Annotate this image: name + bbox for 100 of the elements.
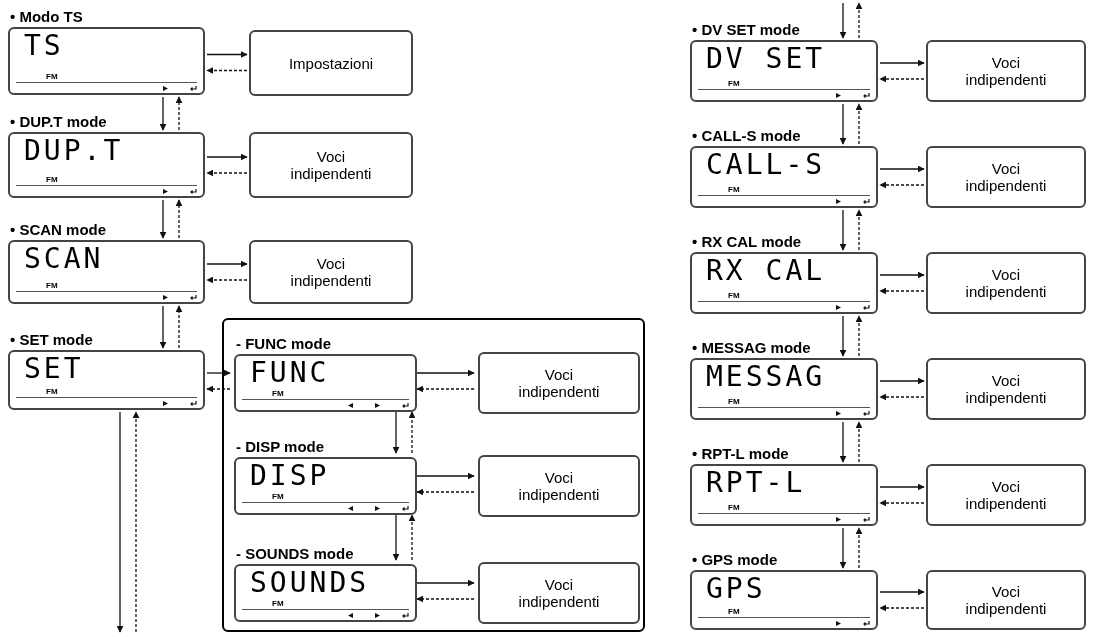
dashed-arrow xyxy=(855,421,863,463)
band-indicator: FM xyxy=(728,504,740,512)
settings-box xyxy=(926,252,1086,314)
settings-box xyxy=(478,562,640,624)
settings-box xyxy=(926,570,1086,630)
mode-heading: • RX CAL mode xyxy=(692,232,802,252)
arrow xyxy=(206,153,248,161)
band-indicator: FM xyxy=(272,493,284,501)
arrow xyxy=(879,165,925,173)
lcd-text: MESSAG xyxy=(706,363,826,391)
mode-heading: • SET mode xyxy=(10,330,93,350)
dashed-arrow xyxy=(132,411,140,633)
arrow xyxy=(839,315,847,357)
lcd-text: DUP.T xyxy=(24,137,124,165)
dashed-arrow xyxy=(879,393,925,401)
mode-heading: • MESSAG mode xyxy=(692,338,811,358)
band-indicator: FM xyxy=(272,600,284,608)
dashed-arrow xyxy=(175,199,183,239)
lcd-text: SET xyxy=(24,355,84,383)
dashed-arrow xyxy=(879,499,925,507)
band-indicator: FM xyxy=(46,176,58,184)
mode-heading: • CALL-S mode xyxy=(692,126,801,146)
box-label: Voci indipendenti xyxy=(517,576,601,610)
arrow xyxy=(879,377,925,385)
dashed-arrow xyxy=(408,411,416,454)
lcd-text: TS xyxy=(24,32,64,60)
arrow xyxy=(416,472,475,480)
dashed-arrow xyxy=(879,604,925,612)
lcd-text: FUNC xyxy=(250,359,330,387)
band-indicator: FM xyxy=(46,388,58,396)
dashed-arrow xyxy=(416,385,475,393)
settings-box xyxy=(926,358,1086,420)
mode-heading: • SCAN mode xyxy=(10,220,107,240)
band-indicator: FM xyxy=(728,292,740,300)
dashed-arrow xyxy=(879,287,925,295)
arrow xyxy=(839,103,847,145)
band-indicator: FM xyxy=(272,390,284,398)
box-label: Voci indipendenti xyxy=(964,160,1048,194)
settings-box xyxy=(926,40,1086,102)
lcd-text: GPS xyxy=(706,575,766,603)
arrow xyxy=(206,369,231,377)
lcd-text: DISP xyxy=(250,462,330,490)
arrow xyxy=(206,51,248,58)
box-label: Voci indipendenti xyxy=(964,266,1048,300)
dashed-arrow xyxy=(175,96,183,131)
box-label: Voci indipendenti xyxy=(517,469,601,503)
dashed-arrow xyxy=(855,315,863,357)
box-label: Impostazioni xyxy=(288,54,374,72)
dashed-arrow xyxy=(416,488,475,496)
dashed-arrow xyxy=(206,385,231,393)
arrow xyxy=(206,260,248,268)
box-label: Voci indipendenti xyxy=(964,372,1048,406)
arrow xyxy=(879,59,925,67)
band-indicator: FM xyxy=(728,186,740,194)
dashed-arrow xyxy=(879,75,925,83)
settings-box xyxy=(478,455,640,517)
mode-heading: • Modo TS xyxy=(10,7,83,27)
arrow xyxy=(392,514,400,561)
mode-heading: - FUNC mode xyxy=(236,334,331,354)
band-indicator: FM xyxy=(46,282,58,290)
mode-heading: • DV SET mode xyxy=(692,20,800,40)
lcd-text: CALL-S xyxy=(706,151,826,179)
dashed-arrow xyxy=(855,527,863,569)
dashed-arrow xyxy=(206,67,248,74)
arrow xyxy=(159,199,167,239)
mode-heading: • GPS mode xyxy=(692,550,778,570)
lcd-text: RX CAL xyxy=(706,257,826,285)
dashed-arrow xyxy=(855,103,863,145)
arrow xyxy=(839,2,847,39)
settings-box xyxy=(249,30,413,96)
band-indicator: FM xyxy=(728,608,740,616)
lcd-text: SCAN xyxy=(24,245,104,273)
settings-box xyxy=(249,240,413,304)
lcd-text: RPT-L xyxy=(706,469,806,497)
arrow xyxy=(879,588,925,596)
box-label: Voci indipendenti xyxy=(964,478,1048,512)
arrow xyxy=(392,411,400,454)
settings-box xyxy=(249,132,413,198)
dashed-arrow xyxy=(175,305,183,349)
dashed-arrow xyxy=(416,595,475,603)
dashed-arrow xyxy=(408,514,416,561)
arrow xyxy=(879,483,925,491)
box-label: Voci indipendenti xyxy=(964,583,1048,617)
box-label: Voci indipendenti xyxy=(964,54,1048,88)
arrow xyxy=(416,369,475,377)
settings-box xyxy=(926,464,1086,526)
box-label: Voci indipendenti xyxy=(289,255,373,289)
mode-heading: - SOUNDS mode xyxy=(236,544,354,564)
mode-heading: - DISP mode xyxy=(236,437,325,457)
arrow xyxy=(116,411,124,633)
group-frame xyxy=(222,318,645,632)
arrow xyxy=(416,579,475,587)
dashed-arrow xyxy=(855,2,863,39)
band-indicator: FM xyxy=(728,80,740,88)
band-indicator: FM xyxy=(728,398,740,406)
settings-box xyxy=(926,146,1086,208)
box-label: Voci indipendenti xyxy=(289,148,373,182)
dashed-arrow xyxy=(879,181,925,189)
band-indicator: FM xyxy=(46,73,58,81)
mode-heading: • DUP.T mode xyxy=(10,112,107,132)
